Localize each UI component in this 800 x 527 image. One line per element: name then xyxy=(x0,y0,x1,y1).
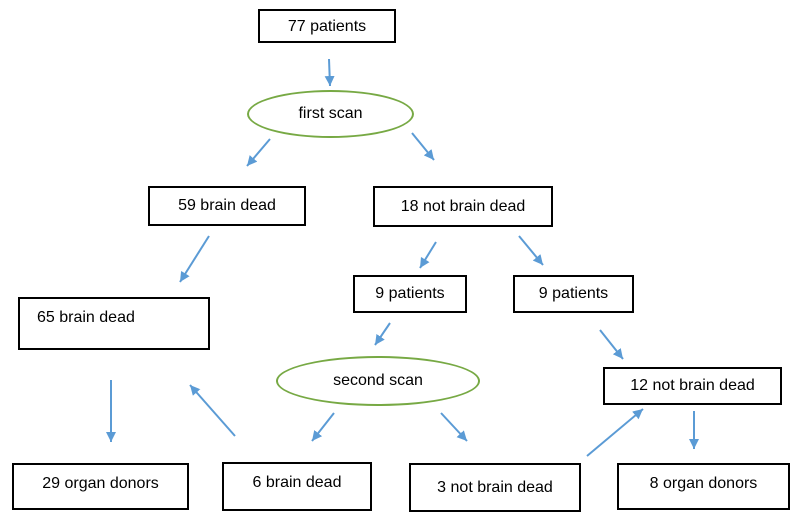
node-9-patients-left: 9 patients xyxy=(353,275,467,313)
arrow-6-to-65 xyxy=(189,384,236,437)
node-77-patients: 77 patients xyxy=(258,9,396,43)
node-9-patients-right: 9 patients xyxy=(513,275,634,313)
node-6-brain-dead: 6 brain dead xyxy=(222,462,372,511)
arrow-second-scan-to-3 xyxy=(440,412,468,442)
node-first-scan: first scan xyxy=(247,90,414,138)
arrow-18-to-9-left xyxy=(419,241,437,269)
arrow-18-to-9-right xyxy=(518,235,544,266)
node-18-not-brain-dead: 18 not brain dead xyxy=(373,186,553,227)
arrow-second-scan-to-6 xyxy=(311,412,335,442)
arrow-59-to-65 xyxy=(179,235,210,283)
node-12-not-brain-dead: 12 not brain dead xyxy=(603,367,782,405)
node-59-brain-dead: 59 brain dead xyxy=(148,186,306,226)
arrow-root-to-first-scan xyxy=(324,58,335,87)
arrow-9-left-to-second-scan xyxy=(374,322,391,346)
arrow-9-right-to-12 xyxy=(599,329,624,360)
node-8-organ-donors: 8 organ donors xyxy=(617,463,790,510)
arrow-3-to-12 xyxy=(586,408,644,457)
node-second-scan: second scan xyxy=(276,356,480,406)
arrow-first-scan-to-18 xyxy=(411,132,435,161)
node-3-not-brain-dead: 3 not brain dead xyxy=(409,463,581,512)
arrow-first-scan-to-59 xyxy=(246,138,271,167)
node-29-organ-donors: 29 organ donors xyxy=(12,463,189,510)
node-65-brain-dead: 65 brain dead xyxy=(18,297,210,350)
